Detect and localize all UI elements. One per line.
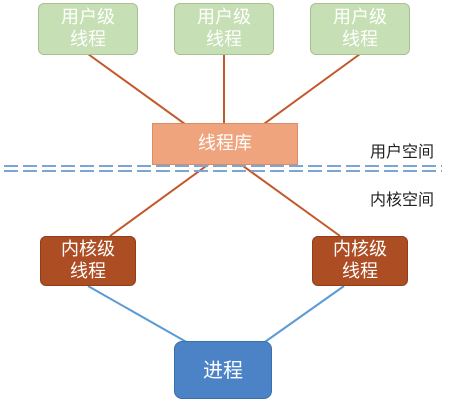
kernel-thread-1: 内核级 线程 — [40, 236, 136, 286]
user-thread-3: 用户级 线程 — [310, 3, 410, 55]
process-link-right — [261, 285, 345, 345]
thread-library: 线程库 — [152, 123, 298, 165]
kernel-space-label: 内核空间 — [370, 190, 435, 209]
user-thread-1: 用户级 线程 — [38, 3, 138, 55]
user-thread-2: 用户级 线程 — [174, 3, 274, 55]
kernel-thread-2: 内核级 线程 — [312, 236, 408, 286]
process-node: 进程 — [174, 341, 272, 399]
user-space-label: 用户空间 — [370, 142, 435, 161]
user-kernel-separator — [4, 165, 442, 172]
process-link-left — [87, 285, 191, 345]
